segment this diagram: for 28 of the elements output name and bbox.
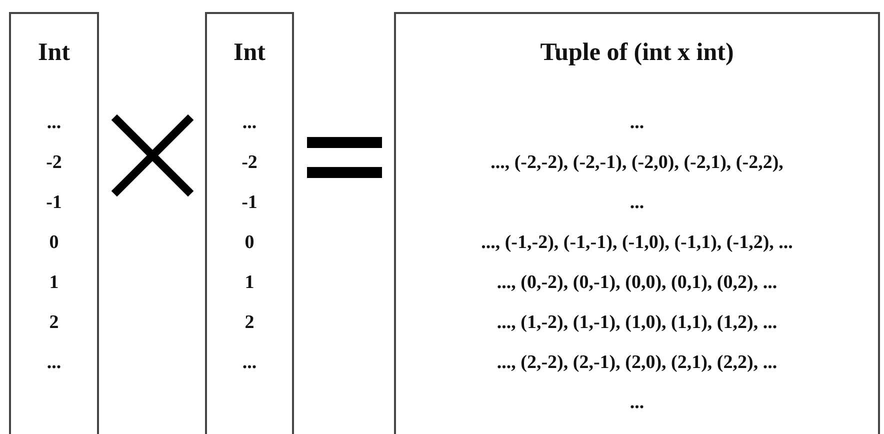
set-column (394, 12, 880, 434)
set-element: -1 (46, 191, 62, 215)
set-element: 1 (49, 271, 59, 295)
set-element: 2 (49, 311, 59, 335)
set-element: ... (630, 191, 644, 215)
set-element: 1 (244, 271, 254, 295)
set-element: ..., (2,-2), (2,-1), (2,0), (2,1), (2,2), ... (496, 351, 778, 375)
set-element: -2 (46, 151, 62, 175)
set-heading: Int (38, 38, 70, 68)
set-element: ... (242, 111, 257, 135)
set-element: ... (630, 391, 644, 415)
set-element: ..., (0,-2), (0,-1), (0,0), (0,1), (0,2), ... (496, 271, 778, 295)
set-element: -1 (242, 191, 258, 215)
set-heading: Int (234, 38, 266, 68)
set-element: ..., (-1,-2), (-1,-1), (-1,0), (-1,1), (-1,2), ... (481, 231, 793, 255)
set-element: ... (46, 351, 62, 375)
set-element: ... (242, 351, 257, 375)
set-element: -2 (242, 151, 258, 175)
set-element: ... (46, 111, 62, 135)
set-column (9, 12, 99, 434)
set-heading: Tuple of (int x int) (540, 38, 734, 68)
set-element: ..., (1,-2), (1,-1), (1,0), (1,1), (1,2), ... (496, 311, 778, 335)
set-element: 2 (244, 311, 254, 335)
set-element: ... (630, 111, 644, 135)
set-element: 0 (49, 231, 59, 255)
set-element: ..., (-2,-2), (-2,-1), (-2,0), (-2,1), (-2,2), (490, 151, 784, 175)
set-column (205, 12, 294, 434)
set-element: 0 (244, 231, 254, 255)
